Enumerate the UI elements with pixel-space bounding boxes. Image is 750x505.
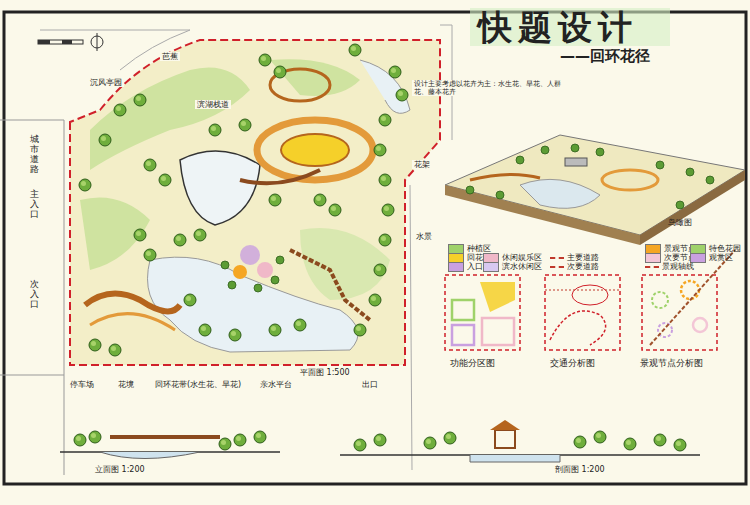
legend-item: 次要道路 [550,261,599,272]
plan-label: 城市道路 [30,135,39,175]
legend-item: 景观轴线 [645,261,694,272]
legend-text: 种植区 [467,243,491,254]
legend-swatch [645,253,661,263]
plan-label: 交通分析图 [550,358,595,368]
legend-item: 主要道路 [550,252,599,263]
plan-label: 水景 [414,232,434,241]
plan-label: 功能分区图 [450,358,495,368]
plan-label: 回环花带(水生花、旱花) [155,380,241,389]
plan-label: 平面图 1:500 [300,368,350,377]
legend-text: 景观轴线 [662,261,694,272]
legend-swatch [448,244,464,254]
legend-line [550,257,564,259]
legend-line [550,266,564,268]
legend-text: 特色花园 [709,243,741,254]
plan-label: 主入口 [30,190,39,220]
legend-swatch [483,262,499,272]
legend-swatch [448,262,464,272]
plan-label: 亲水平台 [260,380,292,389]
plan-label: 滨湖栈道 [195,100,231,109]
plan-label: 沉风亭园 [88,78,124,87]
plan-label: 景观节点分析图 [640,358,703,368]
plan-label: 芭蕉 [160,52,180,61]
legend-text: 休闲娱乐区 [502,252,542,263]
plan-label: 花架 [412,160,432,169]
legend-item: 次要节点 [645,252,696,263]
legend-item: 滨水休闲区 [483,261,542,272]
legend-text: 滨水休闲区 [502,261,542,272]
plan-label: 鸟瞰图 [668,218,692,227]
plan-label: 花境 [118,380,134,389]
legend-item: 种植区 [448,243,491,254]
legend-text: 次要道路 [567,261,599,272]
legend-item: 观赏区 [690,252,733,263]
plan-label: 立面图 1:200 [95,465,145,474]
legend-text: 观赏区 [709,252,733,263]
plan-label: 出口 [362,380,378,389]
board-title: 快题设计 [478,8,638,47]
legend-line [645,266,659,268]
plan-label: 次入口 [30,280,39,310]
plan-label: ——回环花径 [560,48,650,65]
legend-text: 主要道路 [567,252,599,263]
plan-label: 剖面图 1:200 [555,465,605,474]
plan-label: 停车场 [70,380,94,389]
legend-swatch [690,253,706,263]
plan-label: 设计主要考虑以花卉为主：水生花、旱花、人群花、藤本花卉 [412,80,566,96]
